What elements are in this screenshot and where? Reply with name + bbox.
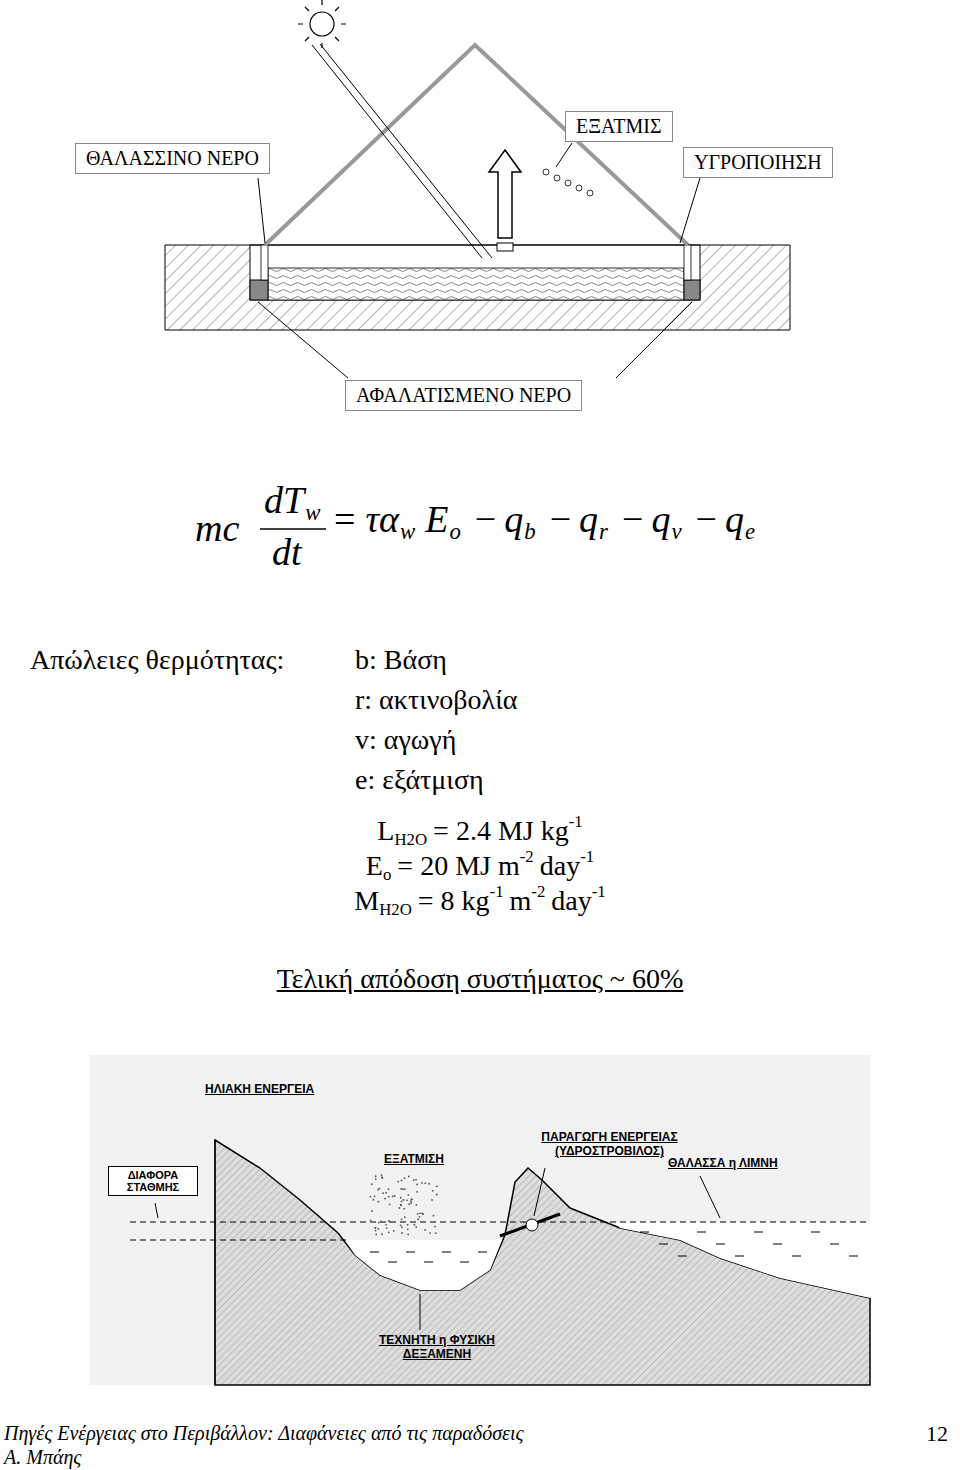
text-line: LH2O = 2.4 MJ kg-1 [377, 812, 582, 850]
label-text: H2O [379, 900, 412, 919]
label-text: q [651, 498, 670, 540]
label-text: b: Βάση [355, 644, 447, 675]
text-line: e: εξάτμιση [355, 763, 484, 797]
label-text: M [354, 885, 379, 916]
label-text: ΕΞΑΤΜΙΣΗ [384, 1152, 444, 1166]
text-line: ΕΞΑΤΜΙΣΗ [384, 1152, 444, 1166]
label-text: day [540, 850, 580, 881]
label-text: q [504, 498, 523, 540]
label-text: w [305, 500, 320, 525]
label-text: E [366, 850, 383, 881]
label-text: H2O [394, 830, 427, 849]
label-text: E [425, 498, 448, 540]
node-text: ΔΙΑΦΟΡΑ ΣΤΑΘΜΗΣ [113, 1169, 193, 1193]
text-line: r: ακτινοβολία [355, 683, 517, 717]
text-line: 12 [926, 1421, 948, 1447]
label-text: -2 [531, 882, 545, 901]
label-text: m [510, 885, 532, 916]
label-text: v [671, 519, 681, 544]
label-text: ΘΑΛΑΣΣΑ η ΛΙΜΝΗ [668, 1156, 778, 1170]
label-text: v: αγωγή [355, 724, 456, 755]
label-text: o [383, 865, 391, 884]
label-text: mc [195, 507, 239, 549]
label-text: day [551, 885, 591, 916]
label-text: − [696, 498, 717, 540]
label-text: -1 [580, 847, 594, 866]
label-text: = 2.4 MJ kg [433, 815, 569, 846]
label-text: o [449, 519, 460, 544]
text-line: Eo = 20 MJ m-2 day-1 [366, 847, 594, 885]
label-text: ΗΛΙΑΚΗ ΕΝΕΡΓΕΙΑ [205, 1082, 314, 1096]
node-text: ΕΞΑΤΜΙΣ [576, 115, 662, 138]
label-text: q [725, 498, 744, 540]
label-text: r: ακτινοβολία [355, 684, 517, 715]
label-text: Απώλειες θερμότητας: [30, 644, 284, 675]
label-text: = [334, 498, 355, 540]
text-line: dt [272, 530, 302, 576]
label-text: L [377, 815, 394, 846]
label-text: w [400, 519, 415, 544]
text-line: Α. Μπάης [4, 1445, 81, 1469]
label-text: q [579, 498, 598, 540]
sun-symbol [298, 0, 346, 48]
label-box: ΔΙΑΦΟΡΑ ΣΤΑΘΜΗΣ [108, 1166, 198, 1196]
text-line: dTw [264, 478, 320, 526]
text-line: ΗΛΙΑΚΗ ΕΝΕΡΓΕΙΑ [205, 1082, 314, 1096]
text-line: ΠΑΡΑΓΩΓΗ ΕΝΕΡΓΕΙΑΣ (ΥΔΡΟΣΤΡΟΒΙΛΟΣ) [522, 1130, 697, 1159]
label-text: -1 [592, 882, 606, 901]
turbine-symbol [526, 1219, 538, 1231]
label-text: -1 [490, 882, 504, 901]
label-text: ΠΑΡΑΓΩΓΗ ΕΝΕΡΓΕΙΑΣ (ΥΔΡΟΣΤΡΟΒΙΛΟΣ) [541, 1130, 677, 1158]
node-text: ΥΓΡΟΠΟΙΗΣΗ [694, 151, 822, 174]
label-text: -2 [520, 847, 534, 866]
text-line: MH2O= 8 kg-1m-2day-1 [354, 882, 606, 920]
text-line: v: αγωγή [355, 723, 456, 757]
caption-box: ΕΞΑΤΜΙΣ [565, 111, 673, 142]
label-text: b [524, 519, 535, 544]
text-line: Απώλειες θερμότητας: [30, 643, 284, 677]
fraction-bar [260, 528, 326, 530]
label-text: − [475, 498, 496, 540]
label-text: = 20 MJ m [397, 850, 519, 881]
label-text: = 8 kg [418, 885, 490, 916]
text-line: =ταwEo−qb−qr−qv−qe [334, 497, 755, 545]
solar-still [165, 0, 790, 529]
node-text: ΘΑΛΑΣΣΙΝΟ ΝΕΡΟ [86, 147, 259, 170]
label-text: Τελική απόδοση συστήματος ~ 60% [277, 963, 684, 994]
label-text: e [745, 519, 755, 544]
hydro-scheme [90, 1055, 870, 1385]
label-text: -1 [569, 812, 583, 831]
text-line: ΤΕΧΝΗΤΗ η ΦΥΣΙΚΗ ΔΕΞΑΜΕΝΗ [362, 1333, 512, 1362]
label-text: ΤΕΧΝΗΤΗ η ΦΥΣΙΚΗ ΔΕΞΑΜΕΝΗ [379, 1333, 495, 1361]
label-text: 12 [926, 1421, 948, 1446]
label-text: e: εξάτμιση [355, 764, 484, 795]
label-text: Πηγές Ενέργειας στο Περιβάλλον: Διαφάνει… [4, 1422, 524, 1444]
label-text: Α. Μπάης [4, 1446, 81, 1468]
label-text: dt [272, 531, 302, 573]
text-line: mc [195, 506, 239, 552]
label-text: τα [365, 498, 399, 540]
label-text: − [550, 498, 571, 540]
label-text: r [599, 519, 608, 544]
text-line: Τελική απόδοση συστήματος ~ 60% [277, 962, 684, 996]
text-line: Πηγές Ενέργειας στο Περιβάλλον: Διαφάνει… [4, 1421, 524, 1445]
caption-box: ΥΓΡΟΠΟΙΗΣΗ [683, 147, 833, 178]
node-text: ΑΦΑΛΑΤΙΣΜΕΝΟ ΝΕΡΟ [356, 384, 571, 407]
label-text: dT [264, 479, 304, 521]
text-line: ΘΑΛΑΣΣΑ η ΛΙΜΝΗ [668, 1156, 778, 1170]
caption-box: ΑΦΑΛΑΤΙΣΜΕΝΟ ΝΕΡΟ [345, 380, 582, 411]
caption-box: ΘΑΛΑΣΣΙΝΟ ΝΕΡΟ [75, 143, 270, 174]
label-text: − [622, 498, 643, 540]
text-line: b: Βάση [355, 643, 447, 677]
